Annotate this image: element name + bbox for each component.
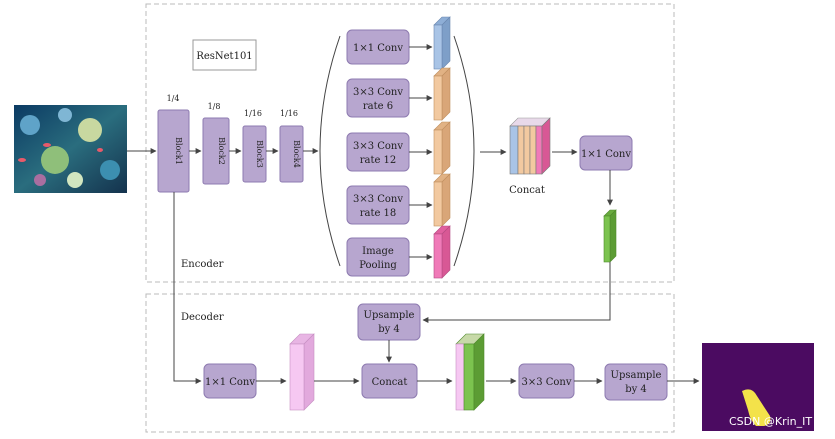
aspp-feature-1x1 [433,16,451,70]
block-1-label: Block1 [174,137,183,165]
aspp-feature-rate18 [433,173,451,227]
aspp-feature-rate6 [433,67,451,121]
encoder-label: Encoder [181,259,224,270]
decoder-region [145,293,675,433]
aspp-branch-rate6-line2: rate 6 [363,101,393,112]
encoder-region [145,3,675,283]
block-4-scale: 1/16 [280,109,298,118]
encoder-1x1-conv [579,135,633,171]
decoder-concat-feature [455,333,485,411]
block-3-scale: 1/16 [244,109,262,118]
block-3 [242,125,267,183]
encoder-1x1-conv-label: 1×1 Conv [581,149,631,160]
aspp-branch-pooling-line2: Pooling [359,260,397,271]
aspp-right-bracket [453,35,475,267]
block-4 [279,125,304,183]
aspp-branch-1x1-label: 1×1 Conv [353,43,403,54]
encoder-output-feature [603,209,617,263]
backbone-label: ResNet101 [196,51,252,62]
aspp-left-bracket [319,35,341,267]
aspp-feature-rate12 [433,121,451,175]
aspp-branch-rate12-line1: 3×3 Conv [353,141,403,152]
lowlevel-feature [289,333,315,411]
aspp-branch-rate12-line2: rate 12 [360,155,397,166]
decoder-upsample-2-line2: by 4 [625,384,647,395]
decoder-1x1-conv-label: 1×1 Conv [205,377,255,388]
decoder-upsample-2 [604,363,668,401]
concat-label: Concat [509,185,545,196]
decoder-3x3-conv-label: 3×3 Conv [521,377,571,388]
watermark: CSDN @Krin_IT [729,415,812,428]
block-1 [157,109,190,193]
decoder-concat-label: Concat [372,377,408,388]
block-3-label: Block3 [255,140,264,168]
block-2-label: Block2 [217,137,226,165]
decoder-label: Decoder [181,312,224,323]
backbone-label-box [192,39,257,71]
block-1-scale: 1/4 [167,94,180,103]
block-4-label: Block4 [292,140,301,168]
aspp-branch-rate18-line1: 3×3 Conv [353,194,403,205]
aspp-branch-rate18-line2: rate 18 [360,208,397,219]
input-image [14,105,127,193]
aspp-feature-pooling [433,225,451,279]
aspp-branch-pooling-line1: Image [362,246,394,257]
decoder-upsample-2-line1: Upsample [611,370,662,381]
output-mask-image [702,343,814,431]
decoder-upsample-1-line1: Upsample [364,310,415,321]
block-2-scale: 1/8 [208,102,221,111]
concat-feature-stack [509,117,551,175]
decoder-upsample-1-line2: by 4 [378,324,400,335]
aspp-branch-rate6-line1: 3×3 Conv [353,87,403,98]
